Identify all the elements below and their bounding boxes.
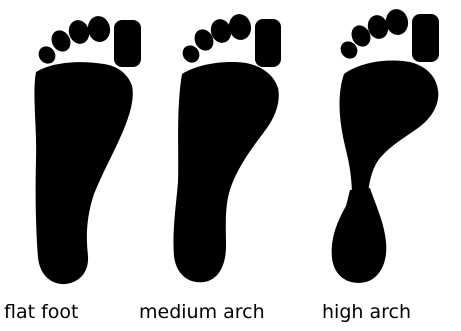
flat-foot-footprint xyxy=(34,14,141,284)
medium-arch-label: medium arch xyxy=(139,300,265,324)
medium-arch-toe-2 xyxy=(227,12,254,42)
high-arch-forefoot xyxy=(340,61,439,197)
flat-foot-label: flat foot xyxy=(4,300,79,324)
flat-foot-big-toe xyxy=(114,20,141,67)
high-arch-label: high arch xyxy=(322,300,411,324)
medium-arch-footprint xyxy=(173,12,281,282)
flat-foot-sole xyxy=(34,62,132,284)
medium-arch-sole xyxy=(173,62,278,282)
high-arch-footprint xyxy=(332,7,439,283)
high-arch-toe-2 xyxy=(384,7,411,37)
medium-arch-big-toe xyxy=(255,19,281,67)
footprint-diagram xyxy=(0,0,461,290)
high-arch-heel xyxy=(332,188,387,283)
high-arch-big-toe xyxy=(412,14,439,62)
flat-foot-toe-2 xyxy=(86,14,113,44)
